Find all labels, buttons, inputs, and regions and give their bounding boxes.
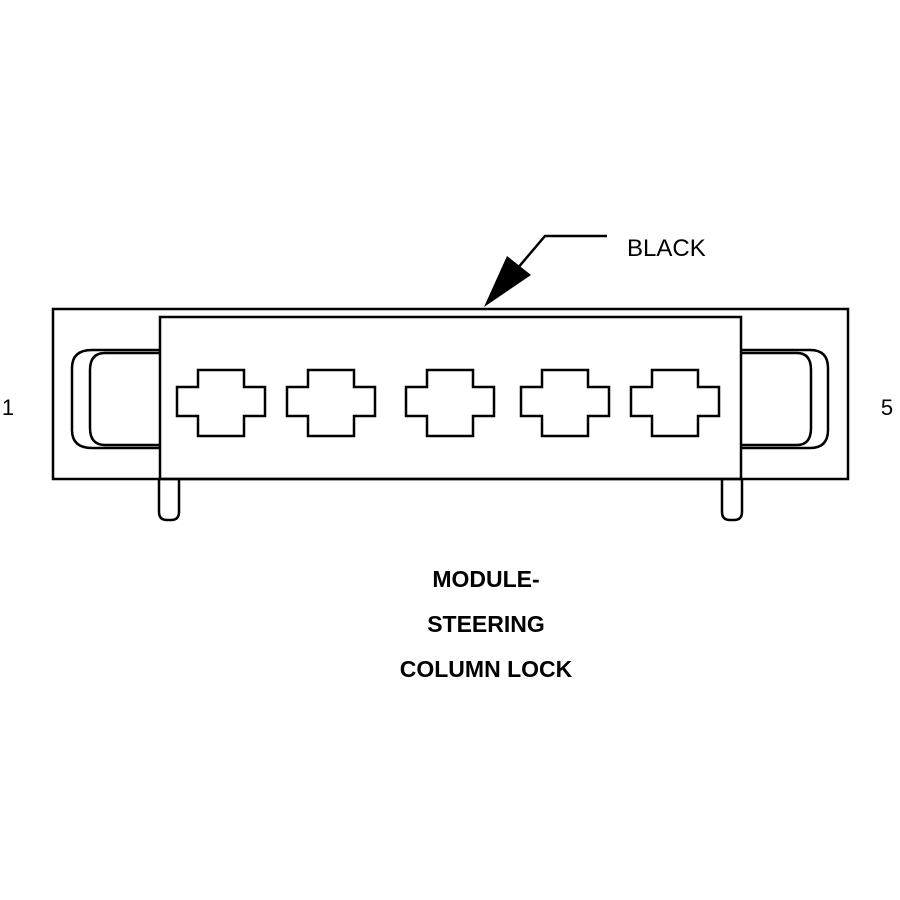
terminal-cavity-1 [175, 368, 267, 438]
title-line-1: MODULE- [432, 566, 539, 592]
terminal-cavity-3 [404, 368, 496, 438]
connector-insert [158, 315, 743, 481]
color-callout-leader [484, 234, 607, 307]
pin-number-last: 5 [881, 395, 893, 420]
callout-arrowhead [484, 256, 531, 307]
title-line-3: COLUMN LOCK [400, 656, 573, 682]
left-latch [70, 348, 160, 450]
connector-housing [51, 307, 850, 481]
right-mounting-post [720, 479, 744, 522]
terminal-cavity-2 [285, 368, 377, 438]
title-line-2: STEERING [427, 611, 545, 637]
left-mounting-post [157, 479, 181, 522]
right-latch [741, 348, 830, 450]
terminal-cavity-5 [629, 368, 721, 438]
terminal-cavity-4 [519, 368, 611, 438]
terminal-cavities [175, 368, 721, 438]
pin-number-first: 1 [2, 395, 14, 420]
connector-color-label: BLACK [627, 235, 706, 262]
